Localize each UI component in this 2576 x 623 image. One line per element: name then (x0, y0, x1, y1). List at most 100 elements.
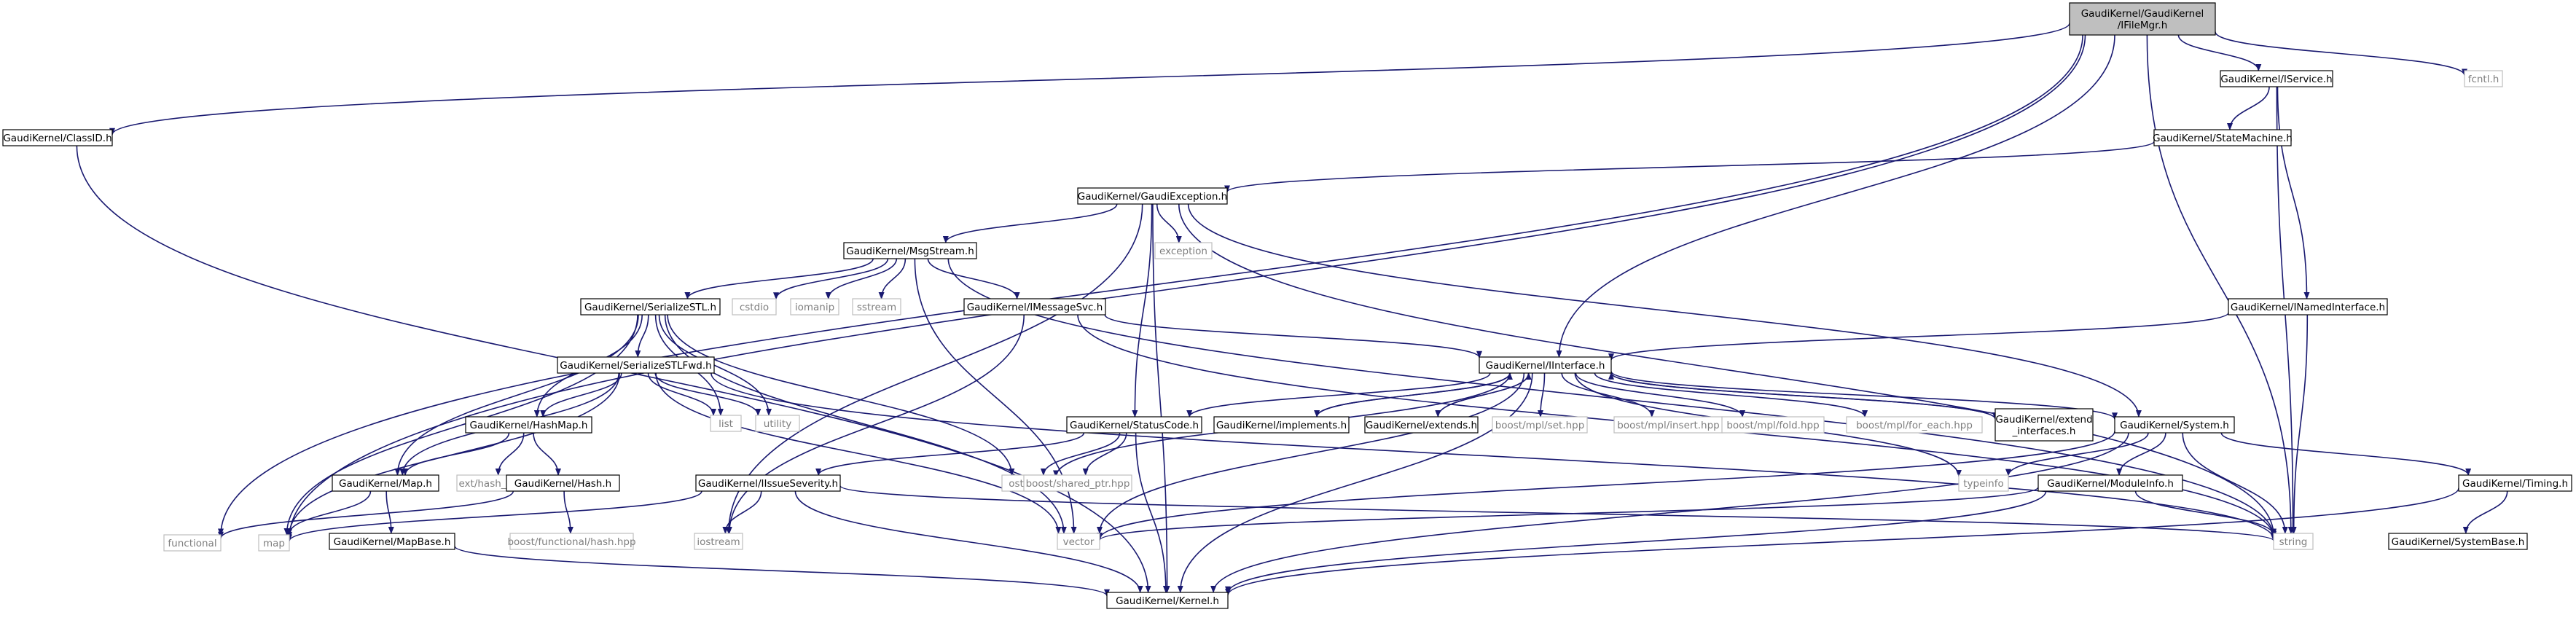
node-label-root: /IFileMgr.h (2118, 20, 2168, 31)
node-gaudiexception[interactable]: GaudiKernel/GaudiException.h (1077, 187, 1228, 205)
edge-hash_h-to-boosthash (563, 490, 573, 534)
node-layer: GaudiKernel/GaudiKernel/IFileMgr.hGaudiK… (2, 2, 2572, 609)
edge-serializestl-to-vector (664, 314, 1067, 534)
edge-root-to-iinterface (1556, 34, 2115, 358)
edge-msgstream-to-serializestl (684, 258, 874, 299)
edge-msgstream-to-imessagesvc (927, 258, 1020, 299)
node-inamedinterface[interactable]: GaudiKernel/INamedInterface.h (2228, 298, 2388, 316)
node-box-iservice (2220, 70, 2333, 87)
node-serializestlfwd[interactable]: GaudiKernel/SerializeSTLFwd.h (557, 356, 715, 374)
edge-serializestl-to-map_h (394, 314, 639, 476)
node-box-mapbase (329, 533, 455, 550)
edge-serializestlfwd-to-vector (655, 372, 1062, 534)
edge-moduleinfo-to-vector (1097, 486, 2039, 541)
node-extends[interactable]: GaudiKernel/extends.h (1364, 416, 1479, 434)
node-iissueseverity[interactable]: GaudiKernel/IIssueSeverity.h (695, 474, 841, 492)
edge-system-to-typeinfo (2005, 432, 2149, 477)
node-system[interactable]: GaudiKernel/System.h (2114, 416, 2235, 434)
node-box-sharedptr (1023, 474, 1132, 492)
node-box-imessagesvc (963, 298, 1106, 316)
node-serializestl[interactable]: GaudiKernel/SerializeSTL.h (580, 298, 721, 316)
edge-hashmap-to-map_h (402, 432, 510, 476)
node-functional: functional (163, 534, 222, 552)
edge-serializestl-to-serializestlfwd (635, 314, 649, 358)
node-label-boosthash: boost/functional/hash.hpp (507, 536, 635, 548)
node-box-timing (2458, 474, 2572, 492)
node-map_h[interactable]: GaudiKernel/Map.h (332, 474, 439, 492)
node-label-iinterface: GaudiKernel/IInterface.h (1486, 360, 1605, 372)
node-label-sharedptr: boost/shared_ptr.hpp (1026, 478, 1130, 490)
node-iinterface[interactable]: GaudiKernel/IInterface.h (1479, 356, 1612, 374)
node-hash_h[interactable]: GaudiKernel/Hash.h (506, 474, 620, 492)
edge-iissueseverity-to-iostream (722, 490, 762, 534)
node-timing[interactable]: GaudiKernel/Timing.h (2458, 474, 2572, 492)
node-root[interactable]: GaudiKernel/GaudiKernel/IFileMgr.h (2069, 2, 2216, 36)
node-label-msgstream: GaudiKernel/MsgStream.h (846, 246, 974, 257)
edge-system-to-string (2182, 432, 2288, 534)
node-msgstream[interactable]: GaudiKernel/MsgStream.h (843, 242, 977, 259)
node-hashmap[interactable]: GaudiKernel/HashMap.h (465, 416, 592, 434)
edge-iissueseverity-to-map (286, 490, 702, 542)
edge-gaudiexception-to-msgstream (942, 203, 1118, 243)
node-label-iissueseverity: GaudiKernel/IIssueSeverity.h (698, 478, 838, 490)
node-box-mplfold (1721, 416, 1825, 434)
node-implements[interactable]: GaudiKernel/implements.h (1213, 416, 1350, 434)
node-systembase[interactable]: GaudiKernel/SystemBase.h (2388, 533, 2528, 550)
node-box-hashmap (465, 416, 592, 434)
node-kernel[interactable]: GaudiKernel/Kernel.h (1106, 592, 1229, 609)
node-iservice[interactable]: GaudiKernel/IService.h (2220, 70, 2333, 87)
edge-statuscode-to-sharedptr (1082, 432, 1127, 476)
node-imessagesvc[interactable]: GaudiKernel/IMessageSvc.h (963, 298, 1106, 316)
node-mapbase[interactable]: GaudiKernel/MapBase.h (329, 533, 455, 550)
node-statemachine[interactable]: GaudiKernel/StateMachine.h (2153, 129, 2293, 146)
node-label-system: GaudiKernel/System.h (2120, 420, 2229, 431)
edge-system-to-timing (2220, 432, 2472, 476)
node-label-iomanip: iomanip (795, 302, 834, 313)
edge-moduleinfo-to-string (2134, 490, 2276, 536)
node-label-mplfold: boost/mpl/fold.hpp (1726, 420, 1819, 431)
edge-serializestlfwd-to-string (710, 372, 2276, 541)
node-label-extendinterfaces: GaudiKernel/extend (1995, 414, 2092, 426)
node-label-systembase: GaudiKernel/SystemBase.h (2392, 536, 2525, 548)
node-statuscode[interactable]: GaudiKernel/StatusCode.h (1066, 416, 1202, 434)
edge-iinterface-to-mplinsert (1561, 372, 1655, 418)
node-moduleinfo[interactable]: GaudiKernel/ModuleInfo.h (2037, 474, 2183, 492)
node-box-msgstream (843, 242, 977, 259)
node-extendinterfaces[interactable]: GaudiKernel/extend_interfaces.h (1994, 408, 2094, 442)
node-box-utility (755, 415, 800, 432)
node-label-implements: GaudiKernel/implements.h (1216, 420, 1347, 431)
edge-map_h-to-mapbase (385, 490, 394, 534)
node-mplfold: boost/mpl/fold.hpp (1721, 416, 1825, 434)
edge-gaudiexception-to-exception (1156, 203, 1182, 243)
node-sstream: sstream (852, 298, 901, 316)
node-sharedptr: boost/shared_ptr.hpp (1023, 474, 1132, 492)
node-label-classid: GaudiKernel/ClassID.h (3, 133, 111, 144)
node-box-typeinfo (1958, 474, 2009, 492)
edge-root-to-string (2146, 34, 2294, 534)
node-label-timing: GaudiKernel/Timing.h (2462, 478, 2568, 490)
edge-gaudiexception-to-kernel (1152, 203, 1170, 593)
edge-iinterface-to-mplset (1538, 372, 1546, 418)
node-label-map: map (263, 538, 285, 549)
node-box-classid (2, 129, 113, 146)
edge-iissueseverity-to-kernel (794, 490, 1143, 593)
edge-timing-to-systembase (2462, 490, 2508, 534)
node-box-moduleinfo (2037, 474, 2183, 492)
edge-statuscode-to-ostream (1040, 432, 1121, 476)
node-box-extends (1364, 416, 1479, 434)
node-box-vector (1057, 533, 1100, 550)
edge-layer (76, 23, 2508, 597)
edge-msgstream-to-cstdio (773, 258, 889, 300)
node-label-iservice: GaudiKernel/IService.h (2220, 74, 2332, 85)
edge-timing-to-kernel (1225, 487, 2459, 596)
node-label-serializestl: GaudiKernel/SerializeSTL.h (584, 302, 716, 313)
edge-system-to-moduleinfo (2116, 432, 2166, 476)
node-classid[interactable]: GaudiKernel/ClassID.h (2, 129, 113, 146)
edge-iissueseverity-to-string (839, 485, 2276, 541)
node-label-statemachine: GaudiKernel/StateMachine.h (2153, 133, 2293, 144)
edge-serializestl-to-ostream (667, 314, 1015, 476)
node-label-inamedinterface: GaudiKernel/INamedInterface.h (2231, 302, 2385, 313)
edge-hashmap-to-exthashmap (495, 432, 525, 476)
node-box-inamedinterface (2228, 298, 2388, 316)
